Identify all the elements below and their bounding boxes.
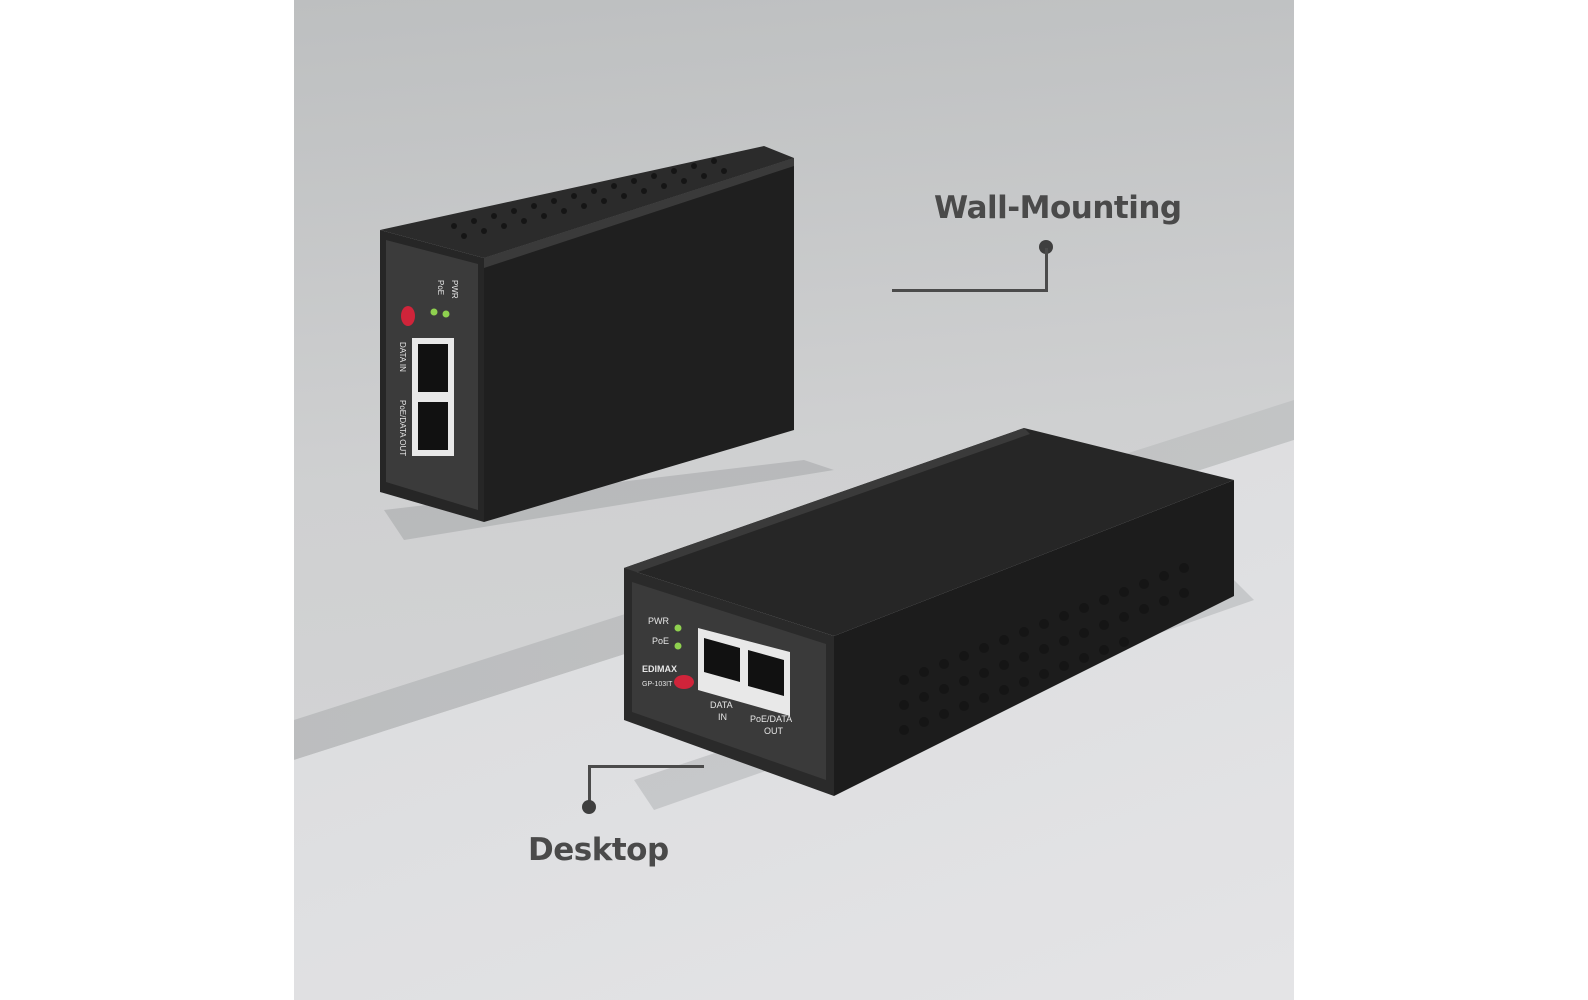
svg-text:PWR: PWR xyxy=(450,280,459,299)
wall-device-vent-icon xyxy=(451,158,727,239)
svg-text:DATA IN: DATA IN xyxy=(398,342,407,372)
desktop-device-vent-icon xyxy=(899,563,1189,735)
wall-mounting-label: Wall-Mounting xyxy=(934,190,1182,226)
desktop-leader-horizontal xyxy=(588,765,704,768)
desktop-data-in-port-icon xyxy=(704,638,740,682)
wall-pwr-led-icon xyxy=(442,310,450,318)
desktop-brand-badge-icon xyxy=(674,675,694,689)
desktop-label: Desktop xyxy=(528,832,669,868)
svg-text:PoE/DATA: PoE/DATA xyxy=(750,714,792,724)
svg-text:OUT: OUT xyxy=(764,726,784,736)
wall-brand-badge-icon xyxy=(401,306,415,326)
svg-text:GP-103IT: GP-103IT xyxy=(642,681,673,688)
desktop-poe-out-port-icon xyxy=(748,650,784,696)
product-photo: PWR PoE DATA IN PoE/DATA OUT xyxy=(294,0,1294,1000)
wall-poe-led-icon xyxy=(430,308,438,316)
desktop-leader-vertical xyxy=(588,765,591,805)
desktop-poe-led-icon xyxy=(674,642,682,650)
svg-text:EDIMAX: EDIMAX xyxy=(642,664,677,674)
desktop-pwr-led-icon xyxy=(674,624,682,632)
svg-text:PoE/DATA OUT: PoE/DATA OUT xyxy=(398,400,407,456)
svg-text:IN: IN xyxy=(718,712,727,722)
desktop-callout-dot-icon xyxy=(582,800,596,814)
wall-mounted-device: PWR PoE DATA IN PoE/DATA OUT xyxy=(380,146,834,540)
wall-mounting-callout-dot-icon xyxy=(1039,240,1053,254)
wall-data-in-port-icon xyxy=(418,344,448,392)
wall-mounting-leader-vertical xyxy=(1045,248,1048,292)
wall-mounting-leader-horizontal xyxy=(892,289,1048,292)
svg-text:DATA: DATA xyxy=(710,700,733,710)
svg-text:PWR: PWR xyxy=(648,616,669,626)
desktop-device: PWR PoE DATA IN PoE/DATA OUT EDIMAX GP-1… xyxy=(624,428,1254,810)
svg-text:PoE: PoE xyxy=(652,636,669,646)
svg-text:PoE: PoE xyxy=(436,280,445,295)
wall-poe-out-port-icon xyxy=(418,402,448,450)
